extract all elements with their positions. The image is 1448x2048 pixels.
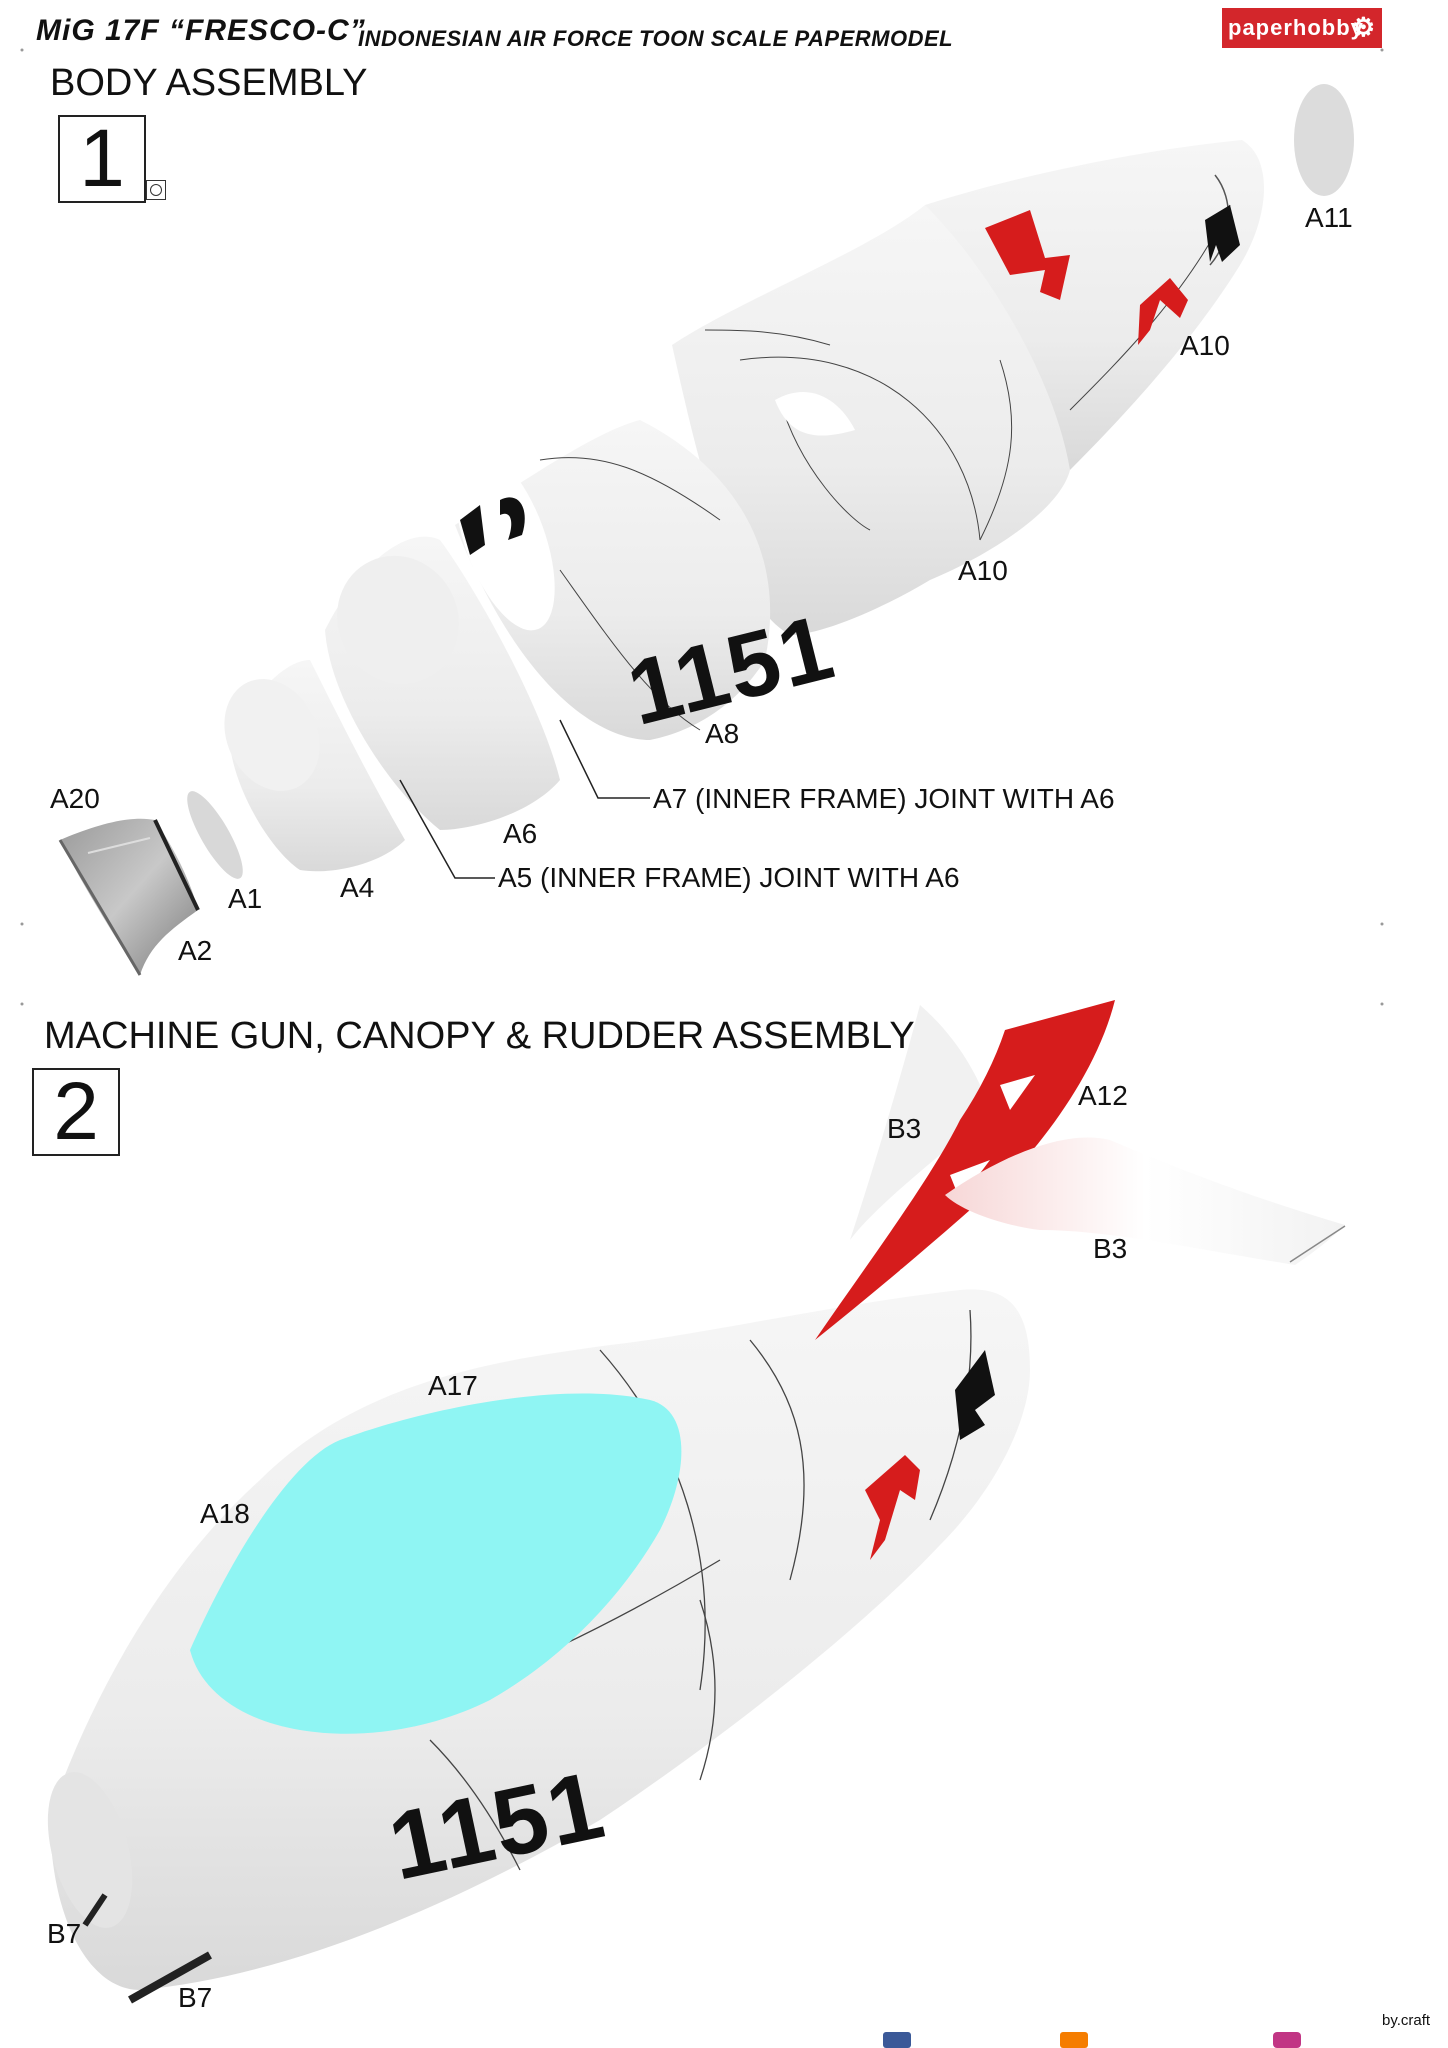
checkbox-icon bbox=[146, 180, 166, 200]
label-a20: A20 bbox=[50, 783, 100, 814]
label-a1: A1 bbox=[228, 883, 263, 914]
label-b7-top: B7 bbox=[47, 1918, 82, 1949]
part-a1 bbox=[187, 791, 243, 879]
facebook-icon bbox=[883, 2032, 911, 2048]
leader-a7 bbox=[559, 719, 650, 799]
gear-icon: ⚙ bbox=[1351, 12, 1376, 42]
header-subtitle: INDONESIAN AIR FORCE TOON SCALE PAPERMOD… bbox=[358, 26, 954, 51]
label-a17: A17 bbox=[428, 1370, 478, 1401]
leader-a5 bbox=[399, 779, 495, 879]
assembled-fuselage bbox=[47, 1000, 1346, 2004]
label-a11: A11 bbox=[1305, 202, 1353, 233]
label-a12: A12 bbox=[1078, 1080, 1128, 1111]
canopy-a18 bbox=[190, 1393, 682, 1734]
label-a8: A8 bbox=[705, 718, 740, 749]
label-a4: A4 bbox=[340, 872, 375, 903]
part-a8 bbox=[455, 420, 771, 740]
footer-icons bbox=[883, 2032, 1301, 2048]
label-b3-bottom: B3 bbox=[1093, 1233, 1128, 1264]
part-a11-disk bbox=[1294, 84, 1354, 196]
brand-logo: paperhobby ⚙ bbox=[1222, 8, 1382, 48]
part-a20-nozzle bbox=[58, 818, 200, 976]
section1-title: BODY ASSEMBLY bbox=[50, 62, 368, 104]
label-b7-bottom: B7 bbox=[178, 1982, 213, 2013]
label-b3-top: B3 bbox=[887, 1113, 922, 1144]
exploded-fuselage bbox=[58, 84, 1354, 976]
label-a18: A18 bbox=[200, 1498, 250, 1529]
section2-step-number: 2 bbox=[32, 1066, 120, 1157]
blogger-icon bbox=[1060, 2032, 1088, 2048]
label-a5-inner-frame: A5 (INNER FRAME) JOINT WITH A6 bbox=[498, 862, 960, 893]
part-a10-main bbox=[672, 205, 1070, 635]
label-a10-mid: A10 bbox=[958, 555, 1008, 586]
tail-fin bbox=[815, 1000, 1346, 1340]
section2-title: MACHINE GUN, CANOPY & RUDDER ASSEMBLY bbox=[44, 1015, 915, 1057]
section1-step-number: 1 bbox=[58, 113, 146, 204]
instagram-icon bbox=[1273, 2032, 1301, 2048]
part-a10-nose bbox=[925, 140, 1264, 470]
gun-b7-upper bbox=[82, 1893, 108, 1927]
footer-credit: by.craft bbox=[1382, 2012, 1431, 2029]
brand-name: paperhobby bbox=[1228, 15, 1364, 40]
header-model-title: MiG 17F “FRESCO-C” bbox=[36, 14, 366, 47]
label-a7-inner-frame: A7 (INNER FRAME) JOINT WITH A6 bbox=[653, 783, 1115, 814]
label-a10-top: A10 bbox=[1180, 330, 1230, 361]
gun-b7-lower bbox=[128, 1951, 212, 2004]
crop-marks bbox=[20, 48, 1384, 1006]
label-a6: A6 bbox=[503, 818, 538, 849]
label-a2: A2 bbox=[178, 935, 213, 966]
